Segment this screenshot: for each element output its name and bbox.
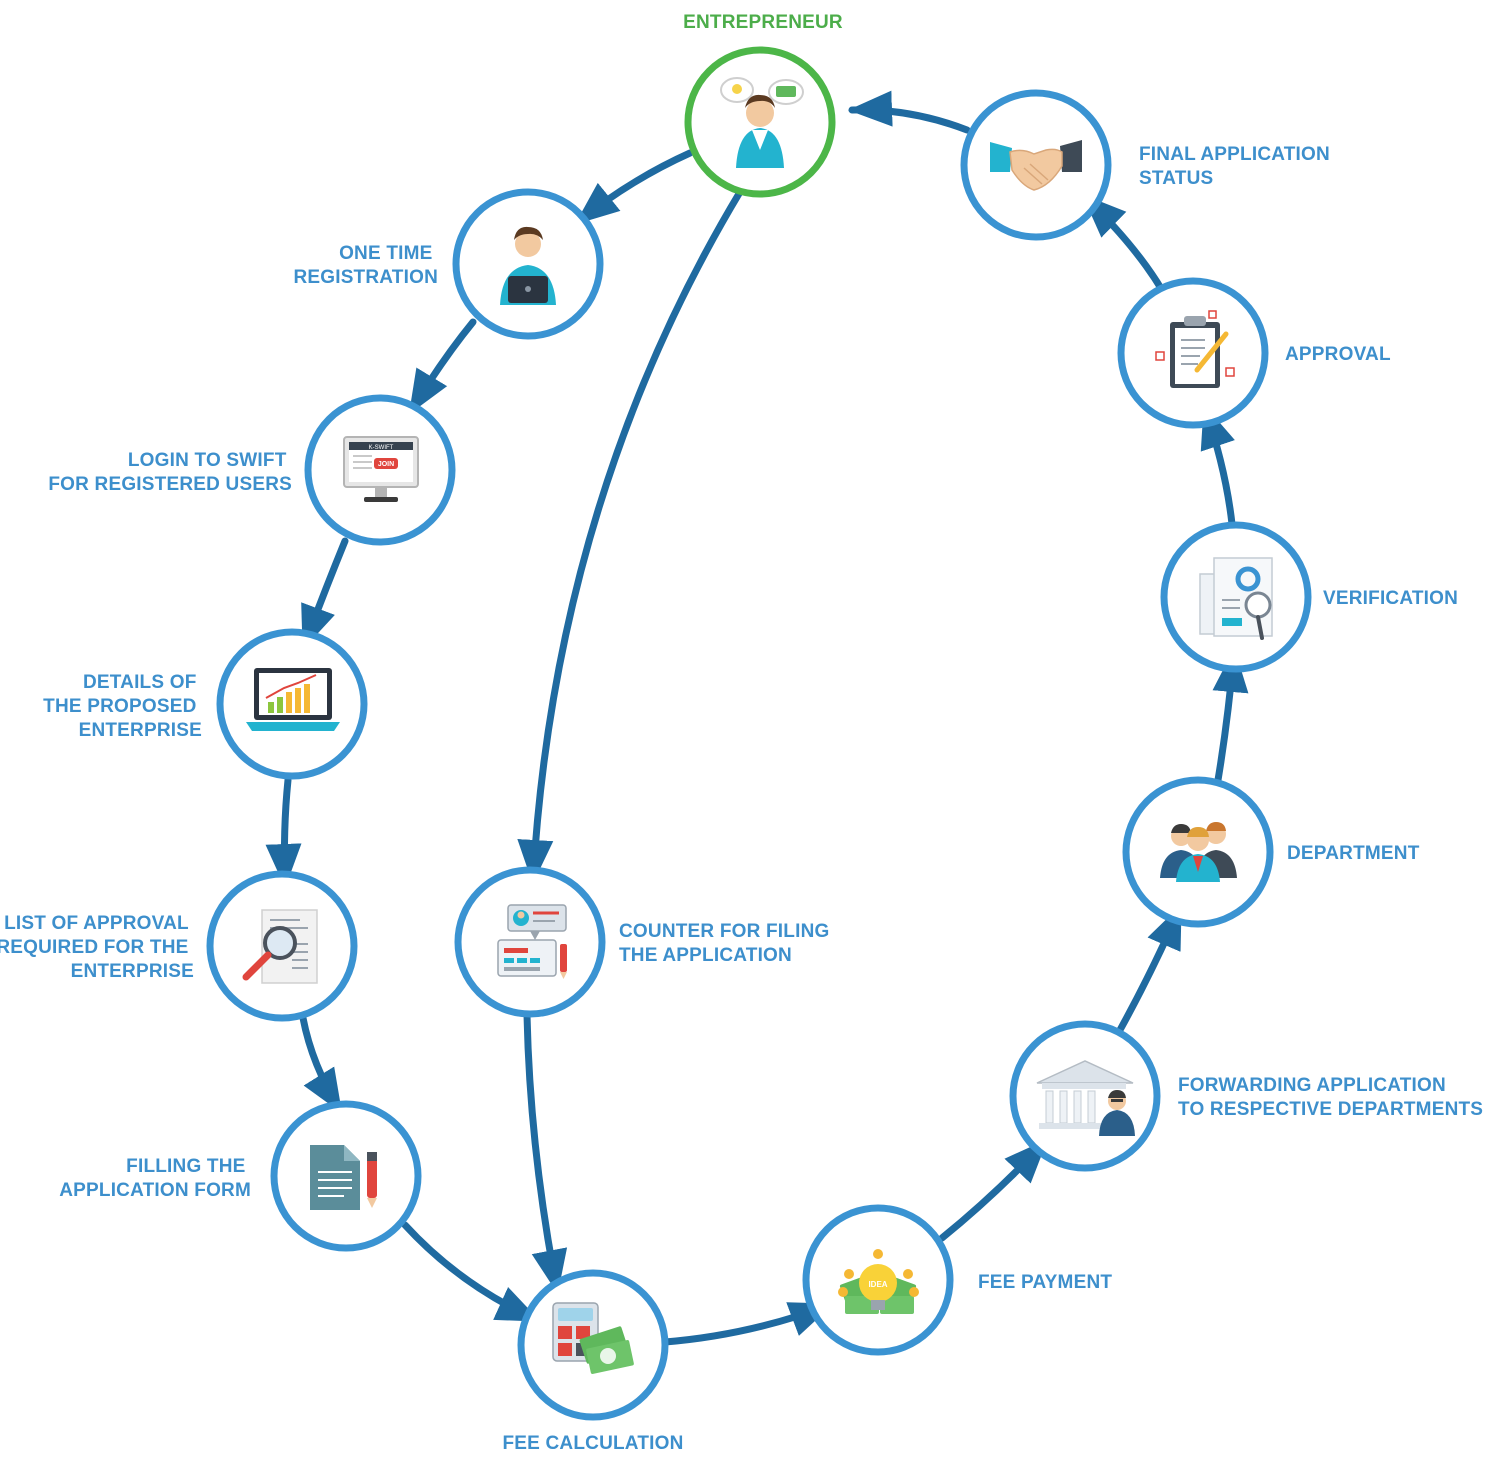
form-pen-icon <box>310 1145 377 1210</box>
handshake-icon <box>990 140 1082 191</box>
node-login: K-SWIFT JOIN LOGIN TO SWIFT FOR REGISTER… <box>48 394 456 546</box>
node-details: DETAILS OF THE PROPOSED ENTERPRISE <box>43 628 368 780</box>
node-label-entrepreneur: ENTREPRENEUR <box>683 12 843 33</box>
node-label-login: LOGIN TO SWIFT FOR REGISTERED USERS <box>48 450 292 495</box>
node-label-final-status: FINAL APPLICATION STATUS <box>1139 144 1335 189</box>
node-label-approval-list: LIST OF APPROVAL REQUIRED FOR THE ENTERP… <box>0 913 194 982</box>
monitor-icon: K-SWIFT JOIN <box>343 436 419 502</box>
idea-money-icon: IDEA <box>838 1249 919 1314</box>
node-ring <box>1009 1020 1161 1172</box>
entrepreneur-icon <box>720 77 804 168</box>
clipboard-check-icon <box>1155 310 1235 388</box>
arrow-registration-to-login <box>407 318 477 415</box>
node-label-verification: VERIFICATION <box>1323 588 1458 609</box>
arrow-approval-list-to-filling <box>299 1014 344 1114</box>
node-final-status: FINAL APPLICATION STATUS <box>960 89 1335 241</box>
report-magnifier-icon <box>1199 557 1273 640</box>
node-ring <box>1122 776 1274 928</box>
node-verification: VERIFICATION <box>1160 521 1458 673</box>
arrow-approval-to-final-status <box>1081 193 1166 294</box>
node-entrepreneur: ENTREPRENEUR <box>683 12 843 198</box>
node-label-approval: APPROVAL <box>1285 344 1391 365</box>
node-label-forwarding: FORWARDING APPLICATION TO RESPECTIVE DEP… <box>1178 1075 1483 1120</box>
arrow-fee-payment-to-forwarding <box>938 1138 1049 1242</box>
node-fee-calc: FEE CALCULATION <box>502 1269 683 1454</box>
laptop-chart-icon <box>246 668 340 731</box>
node-label-counter: COUNTER FOR FILING THE APPLICATION <box>619 921 835 966</box>
node-filling: FILLING THE APPLICATION FORM <box>59 1100 422 1252</box>
node-approval-list: LIST OF APPROVAL REQUIRED FOR THE ENTERP… <box>0 870 358 1022</box>
node-forwarding: FORWARDING APPLICATION TO RESPECTIVE DEP… <box>1009 1020 1483 1172</box>
arrow-details-to-approval-list <box>265 776 302 888</box>
building-officer-icon <box>1036 1060 1135 1136</box>
node-label-fee-calc: FEE CALCULATION <box>502 1433 683 1454</box>
arrow-forwarding-to-department <box>1116 904 1184 1034</box>
svg-text:K-SWIFT: K-SWIFT <box>369 445 394 451</box>
node-label-fee-payment: FEE PAYMENT <box>978 1272 1112 1293</box>
arrow-entrepreneur-to-registration <box>574 149 694 226</box>
arrow-counter-to-fee-calc <box>523 1011 568 1294</box>
node-label-details: DETAILS OF THE PROPOSED ENTERPRISE <box>43 672 202 741</box>
node-registration: ONE TIME REGISTRATION <box>293 188 604 340</box>
id-card-form-icon <box>497 904 567 979</box>
svg-text:IDEA: IDEA <box>868 1280 887 1289</box>
calculator-money-icon <box>552 1302 634 1374</box>
node-fee-payment: IDEA FEE PAYMENT <box>802 1204 1112 1356</box>
arrow-entrepreneur-to-counter <box>517 188 744 884</box>
people-group-icon <box>1160 822 1237 882</box>
document-magnifier-icon <box>242 909 318 984</box>
node-department: DEPARTMENT <box>1122 776 1420 928</box>
svg-text:JOIN: JOIN <box>378 461 394 468</box>
person-laptop-icon <box>500 226 556 305</box>
node-label-registration: ONE TIME REGISTRATION <box>293 243 438 288</box>
node-label-filling: FILLING THE APPLICATION FORM <box>59 1156 251 1201</box>
arrow-fee-calc-to-fee-payment <box>661 1301 834 1346</box>
node-label-department: DEPARTMENT <box>1287 843 1420 864</box>
node-ring <box>452 188 604 340</box>
arrow-login-to-details <box>300 537 349 650</box>
arrow-filling-to-fee-calc <box>401 1221 541 1324</box>
arrow-final-status-to-entrepreneur <box>848 90 971 134</box>
node-counter: COUNTER FOR FILING THE APPLICATION <box>454 866 835 1018</box>
node-approval: APPROVAL <box>1117 277 1391 429</box>
